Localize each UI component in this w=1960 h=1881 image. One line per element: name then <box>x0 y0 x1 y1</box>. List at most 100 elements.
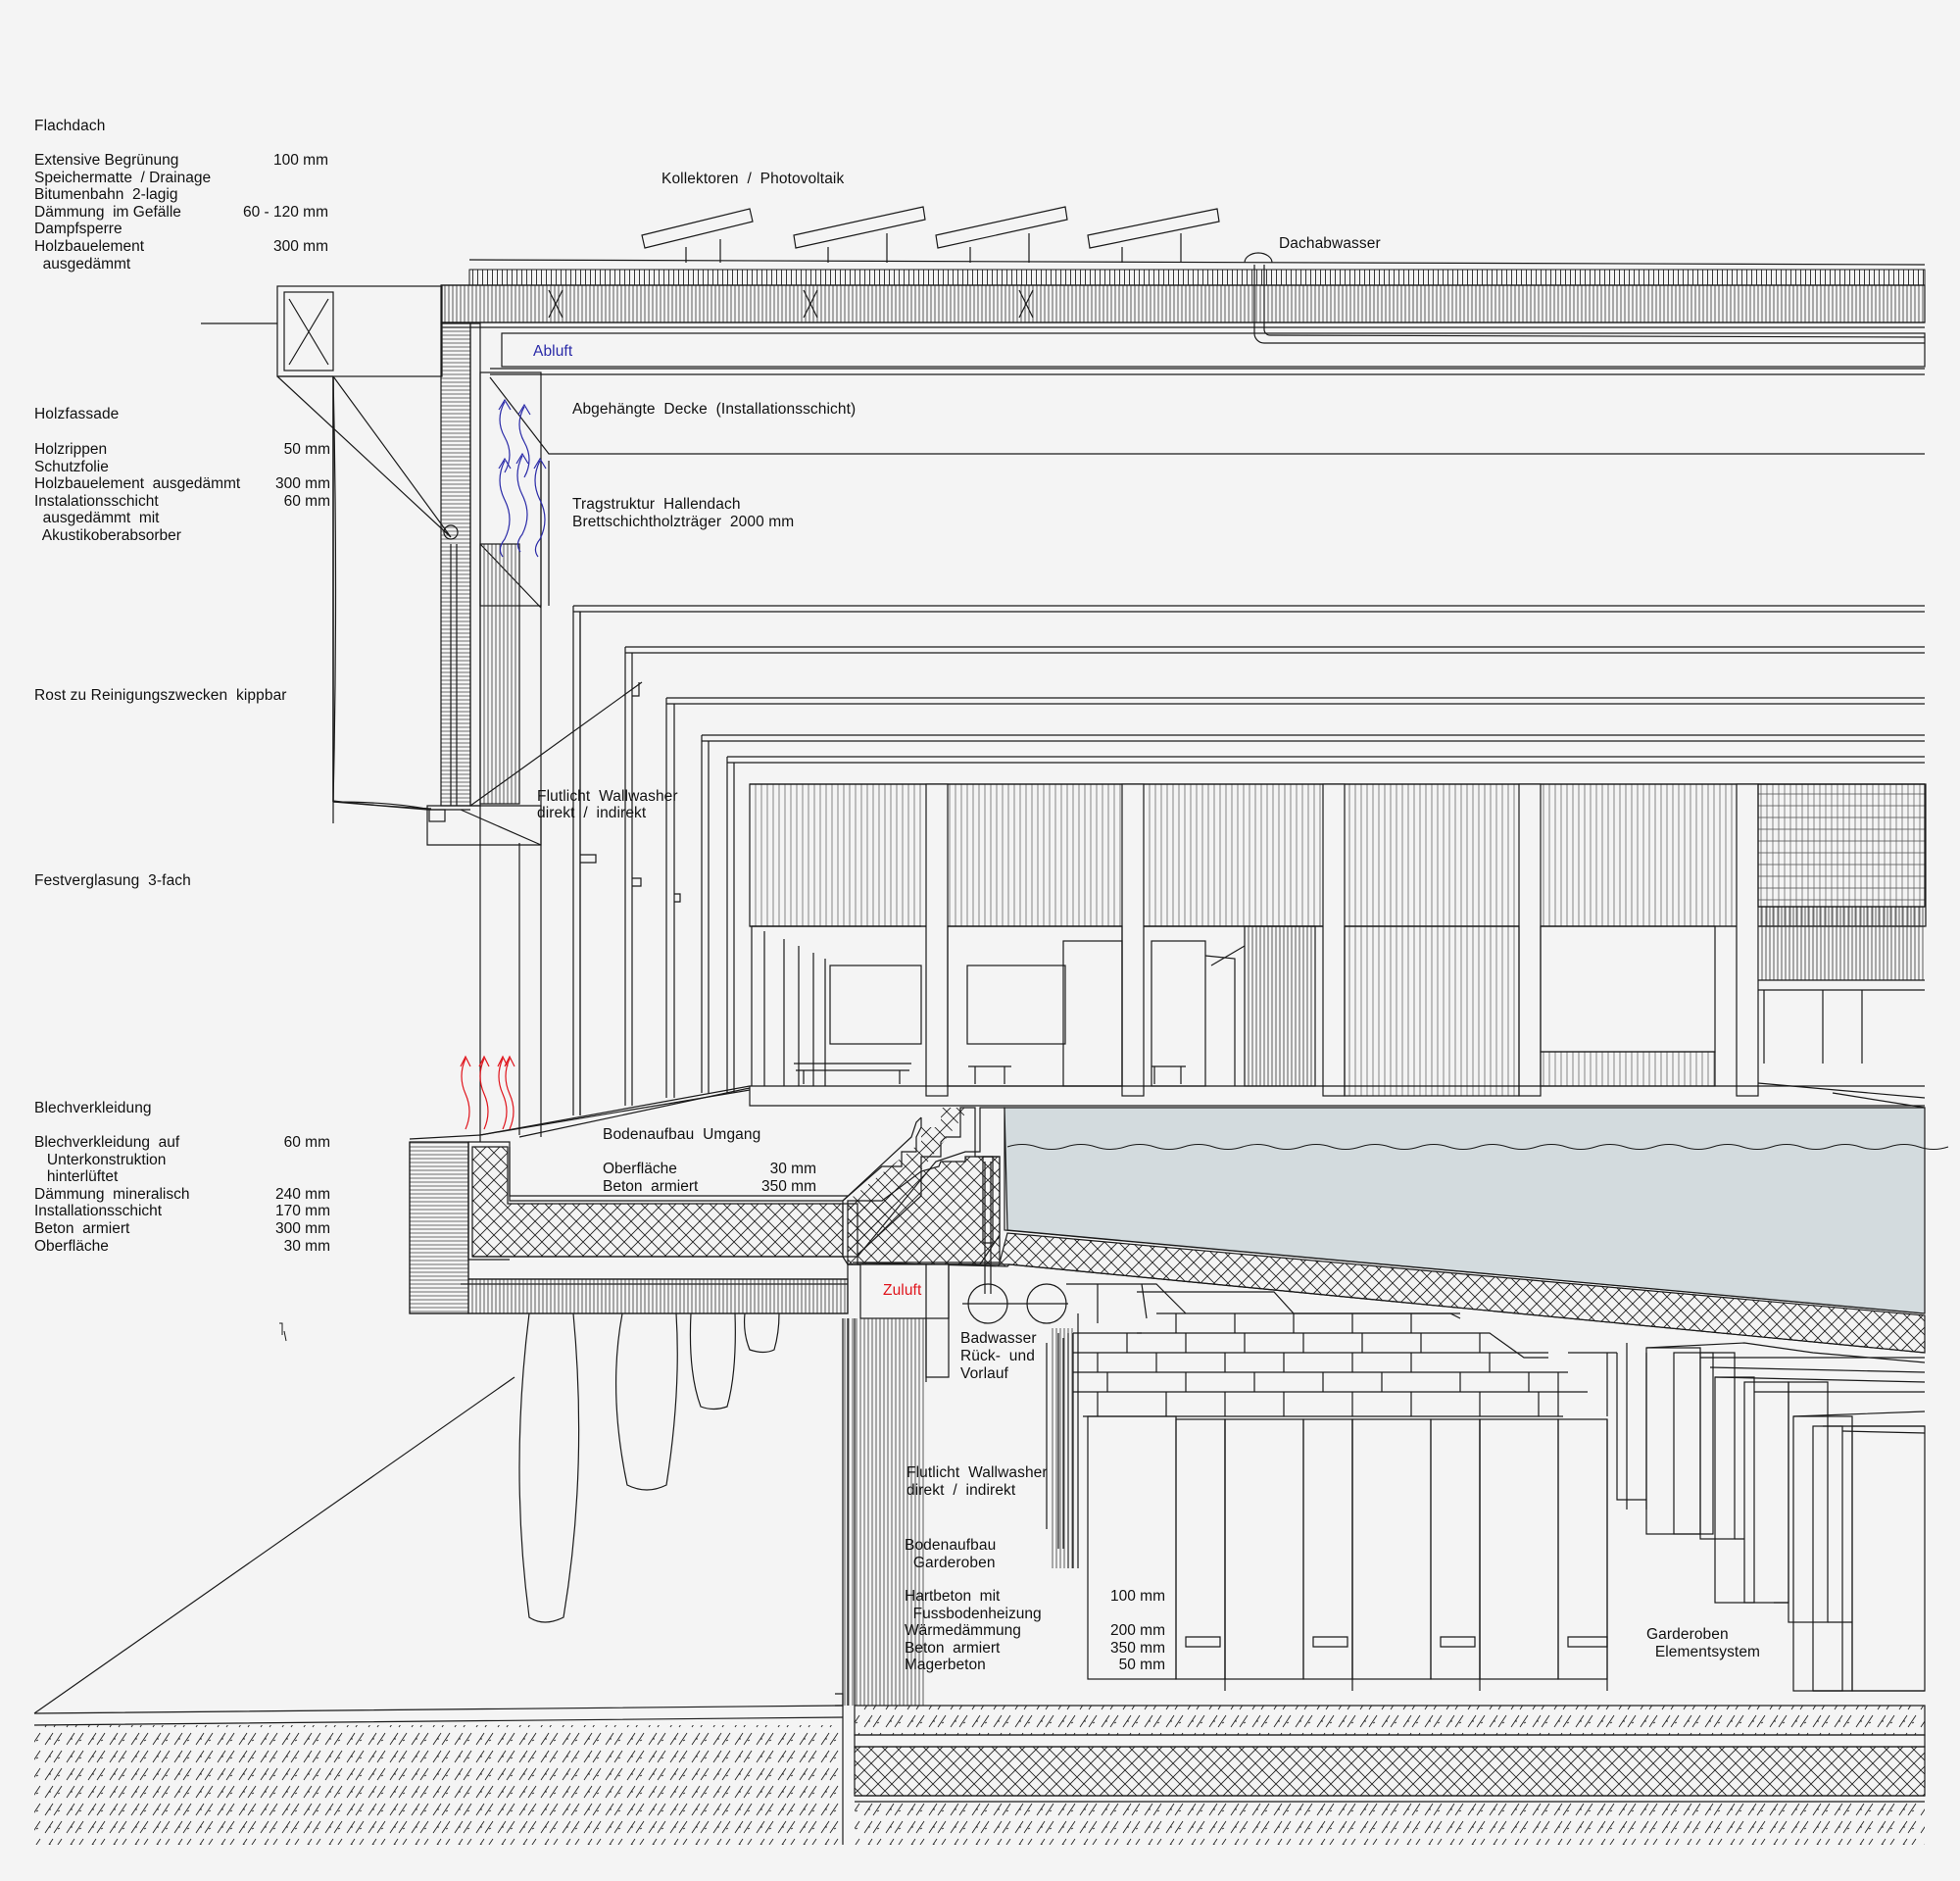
flachdach-spec-row-label: Speichermatte / Drainage <box>34 169 212 186</box>
blech-spec-row-label: Unterkonstruktion <box>34 1151 167 1168</box>
roof-structure <box>201 252 1926 455</box>
rost-label: Rost zu Reinigungszwecken kippbar <box>34 687 287 704</box>
garderoben-spec-row: Magerbeton 50 mm <box>905 1657 1165 1674</box>
blech-spec-row-label: Beton armiert <box>34 1219 130 1237</box>
pool-pipes <box>962 1283 1068 1324</box>
blech-spec-row-value: 300 mm <box>275 1219 330 1237</box>
blech-spec-row: Beton armiert 300 mm <box>34 1220 330 1238</box>
interior-walls <box>749 783 1927 1109</box>
suspended-ceiling-label: Abgehängte Decke (Installationsschicht) <box>572 401 857 418</box>
holzfassade-spec-row-value: 50 mm <box>283 441 330 458</box>
garderoben-spec-row-label: Wärmedämmung <box>905 1622 1021 1640</box>
supply-air-label: Zuluft <box>883 1282 922 1299</box>
changing-floor-label-1: Bodenaufbau <box>905 1537 997 1554</box>
blech-spec-row-value: 170 mm <box>275 1203 330 1220</box>
garderoben-spec-row-label: Magerbeton <box>905 1657 986 1674</box>
blechverkleidung-title: Blechverkleidung <box>34 1100 152 1116</box>
holzfassade-title: Holzfassade <box>34 406 120 422</box>
holzfassade-spec-row: ausgedämmt mit <box>34 510 330 527</box>
changing-floor-label-2: Garderoben <box>905 1555 996 1571</box>
blech-spec-row-label: Dämmung mineralisch <box>34 1185 190 1203</box>
flachdach-spec-row-value: 100 mm <box>273 152 328 169</box>
ground <box>33 1376 1926 1845</box>
changing-room-system <box>1046 1283 1926 1692</box>
collectors-label: Kollektoren / Photovoltaik <box>662 171 845 187</box>
flachdach-spec-row-label: Holzbauelement <box>34 237 145 255</box>
garderoben-spec-row: Beton armiert 350 mm <box>905 1640 1165 1658</box>
blech-spec-row: hinterlüftet <box>34 1168 330 1186</box>
garderoben-spec-row: Hartbeton mit 100 mm <box>905 1588 1165 1606</box>
umgang-spec-row-label: Oberfläche <box>603 1161 677 1177</box>
pool-water-label-1: Badwasser <box>960 1330 1037 1347</box>
changing-system-label-2: Elementsystem <box>1646 1644 1761 1660</box>
roof-drain-label: Dachabwasser <box>1279 235 1381 252</box>
floodlight-top-label-2: direkt / indirekt <box>537 805 647 821</box>
garderoben-spec-row-value: 200 mm <box>1110 1622 1165 1640</box>
flachdach-spec-row-label: Extensive Begrünung <box>34 152 179 169</box>
umgang-spec-row: Oberfläche 30 mm <box>603 1161 816 1178</box>
roof-structure-label-1: Tragstruktur Hallendach <box>572 496 741 513</box>
walkway-floor <box>409 1085 1925 1314</box>
hall-beams <box>518 461 1925 1138</box>
floodlight-bottom-label-1: Flutlicht Wallwasher <box>906 1464 1048 1481</box>
flachdach-spec-row: Dampfsperre <box>34 221 328 238</box>
flachdach-spec-row: Holzbauelement 300 mm <box>34 238 328 256</box>
blech-spec-row-label: hinterlüftet <box>34 1168 119 1186</box>
umgang-spec-row-value: 30 mm <box>769 1161 816 1177</box>
flachdach-spec-row-label: Dämmung im Gefälle <box>34 203 181 221</box>
flachdach-title: Flachdach <box>34 118 106 134</box>
supply-air-arrows <box>460 1055 515 1130</box>
flachdach-spec-row: Dämmung im Gefälle 60 - 120 mm <box>34 204 328 222</box>
holzfassade-spec-row-label: Schutzfolie <box>34 458 109 475</box>
holzfassade-spec-row: Akustikoberabsorber <box>34 527 330 545</box>
blech-spec-row-label: Blechverkleidung auf <box>34 1134 180 1151</box>
garderoben-spec-row-value: 100 mm <box>1110 1588 1165 1605</box>
flachdach-spec-row-label: Bitumenbahn 2-lagig <box>34 186 178 204</box>
flachdach-spec-row: ausgedämmt <box>34 256 328 273</box>
festverglasung-label: Festverglasung 3-fach <box>34 872 191 889</box>
walkway-floor-label: Bodenaufbau Umgang <box>603 1126 761 1143</box>
garderoben-spec-row-label: Hartbeton mit <box>905 1588 1001 1605</box>
blech-spec-row: Unterkonstruktion <box>34 1152 330 1169</box>
garderoben-spec-row-label: Beton armiert <box>905 1639 1001 1657</box>
changing-system-label-1: Garderoben <box>1646 1626 1729 1643</box>
floodlight-top-label-1: Flutlicht Wallwasher <box>537 788 678 805</box>
holzfassade-spec-row-value: 300 mm <box>275 475 330 493</box>
pool-water-label-3: Vorlauf <box>960 1365 1008 1382</box>
roof-structure-label-2: Brettschichtholzträger 2000 mm <box>572 514 795 530</box>
holzfassade-spec-row-label: Akustikoberabsorber <box>34 526 181 544</box>
umgang-spec-row: Beton armiert 350 mm <box>603 1178 816 1196</box>
garderoben-spec-row-value: 50 mm <box>1118 1657 1165 1674</box>
flachdach-spec-row: Bitumenbahn 2-lagig <box>34 186 328 204</box>
blech-spec-row-value: 240 mm <box>275 1185 330 1203</box>
garderoben-spec-row-value: 350 mm <box>1110 1639 1165 1657</box>
blech-spec-row-value: 30 mm <box>283 1237 330 1255</box>
umgang-spec-row-label: Beton armiert <box>603 1177 699 1195</box>
flachdach-spec-row: Speichermatte / Drainage <box>34 170 328 187</box>
supply-duct <box>842 1263 950 1706</box>
flachdach-spec-row-value: 60 - 120 mm <box>242 203 328 221</box>
blech-spec-row: Installationsschicht 170 mm <box>34 1203 330 1220</box>
holzfassade-spec-row-label: Holzrippen <box>34 441 108 458</box>
holzfassade-spec-row-value: 60 mm <box>283 492 330 510</box>
detail-mark <box>279 1322 287 1342</box>
blech-spec-row: Dämmung mineralisch 240 mm <box>34 1186 330 1204</box>
holzfassade-spec-row: Holzrippen 50 mm <box>34 441 330 459</box>
pool-basin <box>842 1107 1949 1354</box>
exhaust-air-label: Abluft <box>533 343 573 360</box>
flachdach-spec-row-value: 300 mm <box>273 237 328 255</box>
holzfassade-spec-row-label: ausgedämmt mit <box>34 510 160 527</box>
umgang-spec-row-value: 350 mm <box>761 1177 816 1195</box>
flachdach-spec-row: Extensive Begrünung 100 mm <box>34 152 328 170</box>
garderoben-spec-row: Fussbodenheizung <box>905 1606 1165 1623</box>
blech-spec-row-label: Installationsschicht <box>34 1203 163 1220</box>
